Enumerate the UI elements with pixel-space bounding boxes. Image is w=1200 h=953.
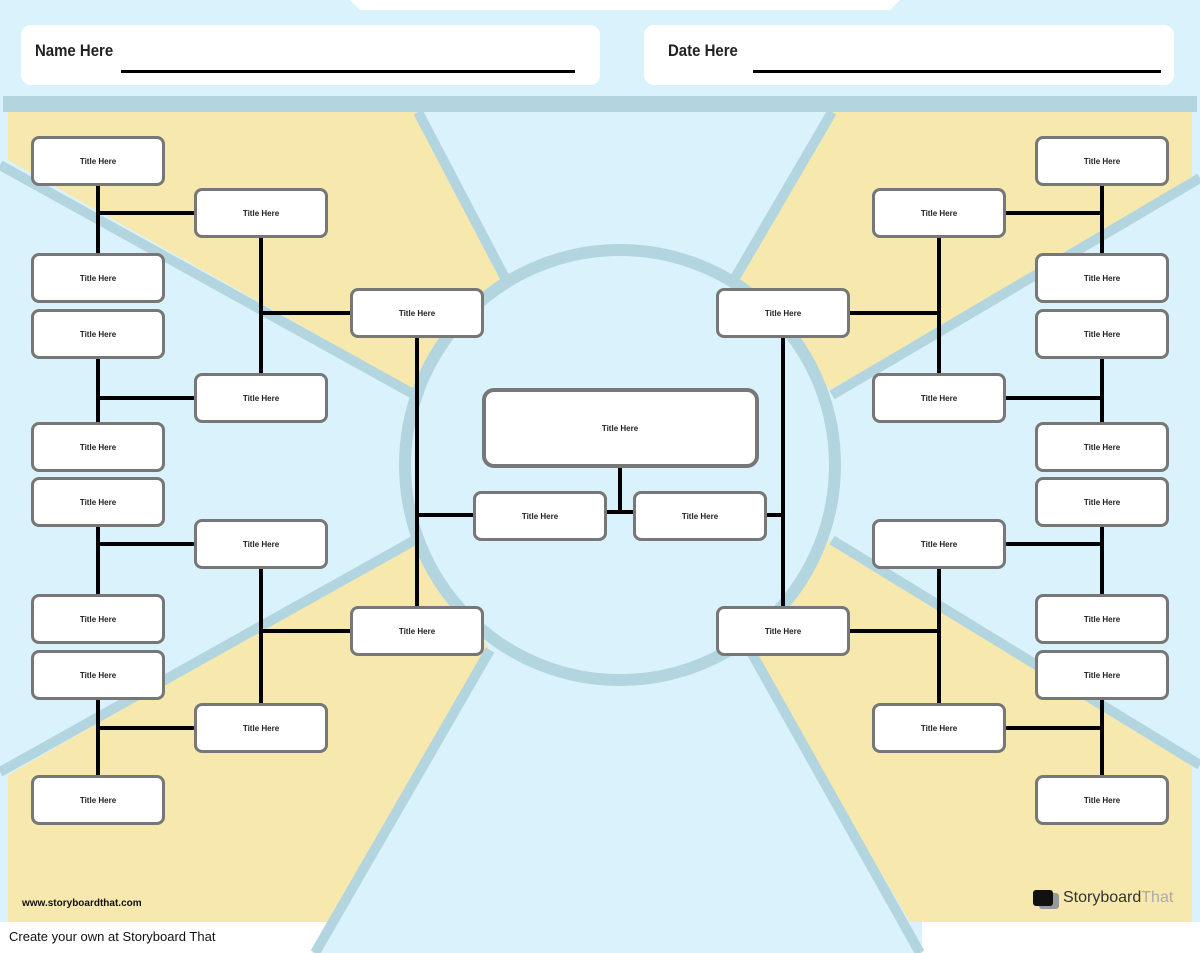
connector-line [1100,161,1104,278]
right-round2-box[interactable]: Title Here [872,703,1006,753]
right-round1-box[interactable]: Title Here [1035,136,1169,186]
connector-line [1100,502,1104,619]
connector-line [937,213,941,398]
right-round1-box[interactable]: Title Here [1035,309,1169,359]
finalist-right-box[interactable]: Title Here [633,491,767,541]
connector-line [98,542,261,546]
connector-line [783,311,939,315]
connector-line [96,675,100,800]
right-round2-box[interactable]: Title Here [872,188,1006,238]
right-round1-box[interactable]: Title Here [1035,422,1169,472]
connector-line [98,726,261,730]
champion-box[interactable]: Title Here [481,388,759,468]
connector-line [259,544,263,728]
date-field[interactable]: Date Here [644,25,1174,85]
speech-bubble-icon [1033,890,1053,906]
name-field[interactable]: Name Here [21,25,600,85]
left-round2-box[interactable]: Title Here [194,188,328,238]
left-round1-box[interactable]: Title Here [31,422,165,472]
right-round3-box[interactable]: Title Here [716,606,850,656]
left-round2-box[interactable]: Title Here [194,373,328,423]
left-round2-box[interactable]: Title Here [194,519,328,569]
connector-line [96,502,100,619]
connector-line [1100,334,1104,447]
left-round1-box[interactable]: Title Here [31,136,165,186]
left-round1-box[interactable]: Title Here [31,253,165,303]
name-underline [121,70,575,73]
right-round1-box[interactable]: Title Here [1035,253,1169,303]
connector-line [939,211,1102,215]
connector-line [939,542,1102,546]
name-label: Name Here [35,41,114,60]
finalist-left-box[interactable]: Title Here [473,491,607,541]
left-round1-box[interactable]: Title Here [31,309,165,359]
left-round3-box[interactable]: Title Here [350,288,484,338]
connector-line [607,510,633,514]
connector-line [98,211,261,215]
right-round1-box[interactable]: Title Here [1035,650,1169,700]
connector-line [96,334,100,447]
left-round2-box[interactable]: Title Here [194,703,328,753]
left-round1-box[interactable]: Title Here [31,594,165,644]
connector-line [261,311,417,315]
date-label: Date Here [668,41,738,60]
connector-line [939,396,1102,400]
connector-line [937,544,941,728]
right-round2-box[interactable]: Title Here [872,519,1006,569]
right-round2-box[interactable]: Title Here [872,373,1006,423]
connector-line [417,513,474,517]
left-round1-box[interactable]: Title Here [31,650,165,700]
connector-line [98,396,261,400]
right-round1-box[interactable]: Title Here [1035,594,1169,644]
left-round1-box[interactable]: Title Here [31,477,165,527]
right-round1-box[interactable]: Title Here [1035,477,1169,527]
connector-line [783,629,939,633]
right-round3-box[interactable]: Title Here [716,288,850,338]
create-your-own-link[interactable]: Create your own at Storyboard That [9,929,216,944]
connector-line [259,213,263,398]
connector-line [415,313,419,631]
left-round3-box[interactable]: Title Here [350,606,484,656]
connector-line [261,629,417,633]
connector-line [781,313,785,631]
connector-line [1100,675,1104,800]
right-round1-box[interactable]: Title Here [1035,775,1169,825]
connector-line [618,467,622,512]
left-round1-box[interactable]: Title Here [31,775,165,825]
footer-url: www.storyboardthat.com [22,898,142,909]
connector-line [939,726,1102,730]
connector-line [96,161,100,278]
date-underline [753,70,1161,73]
